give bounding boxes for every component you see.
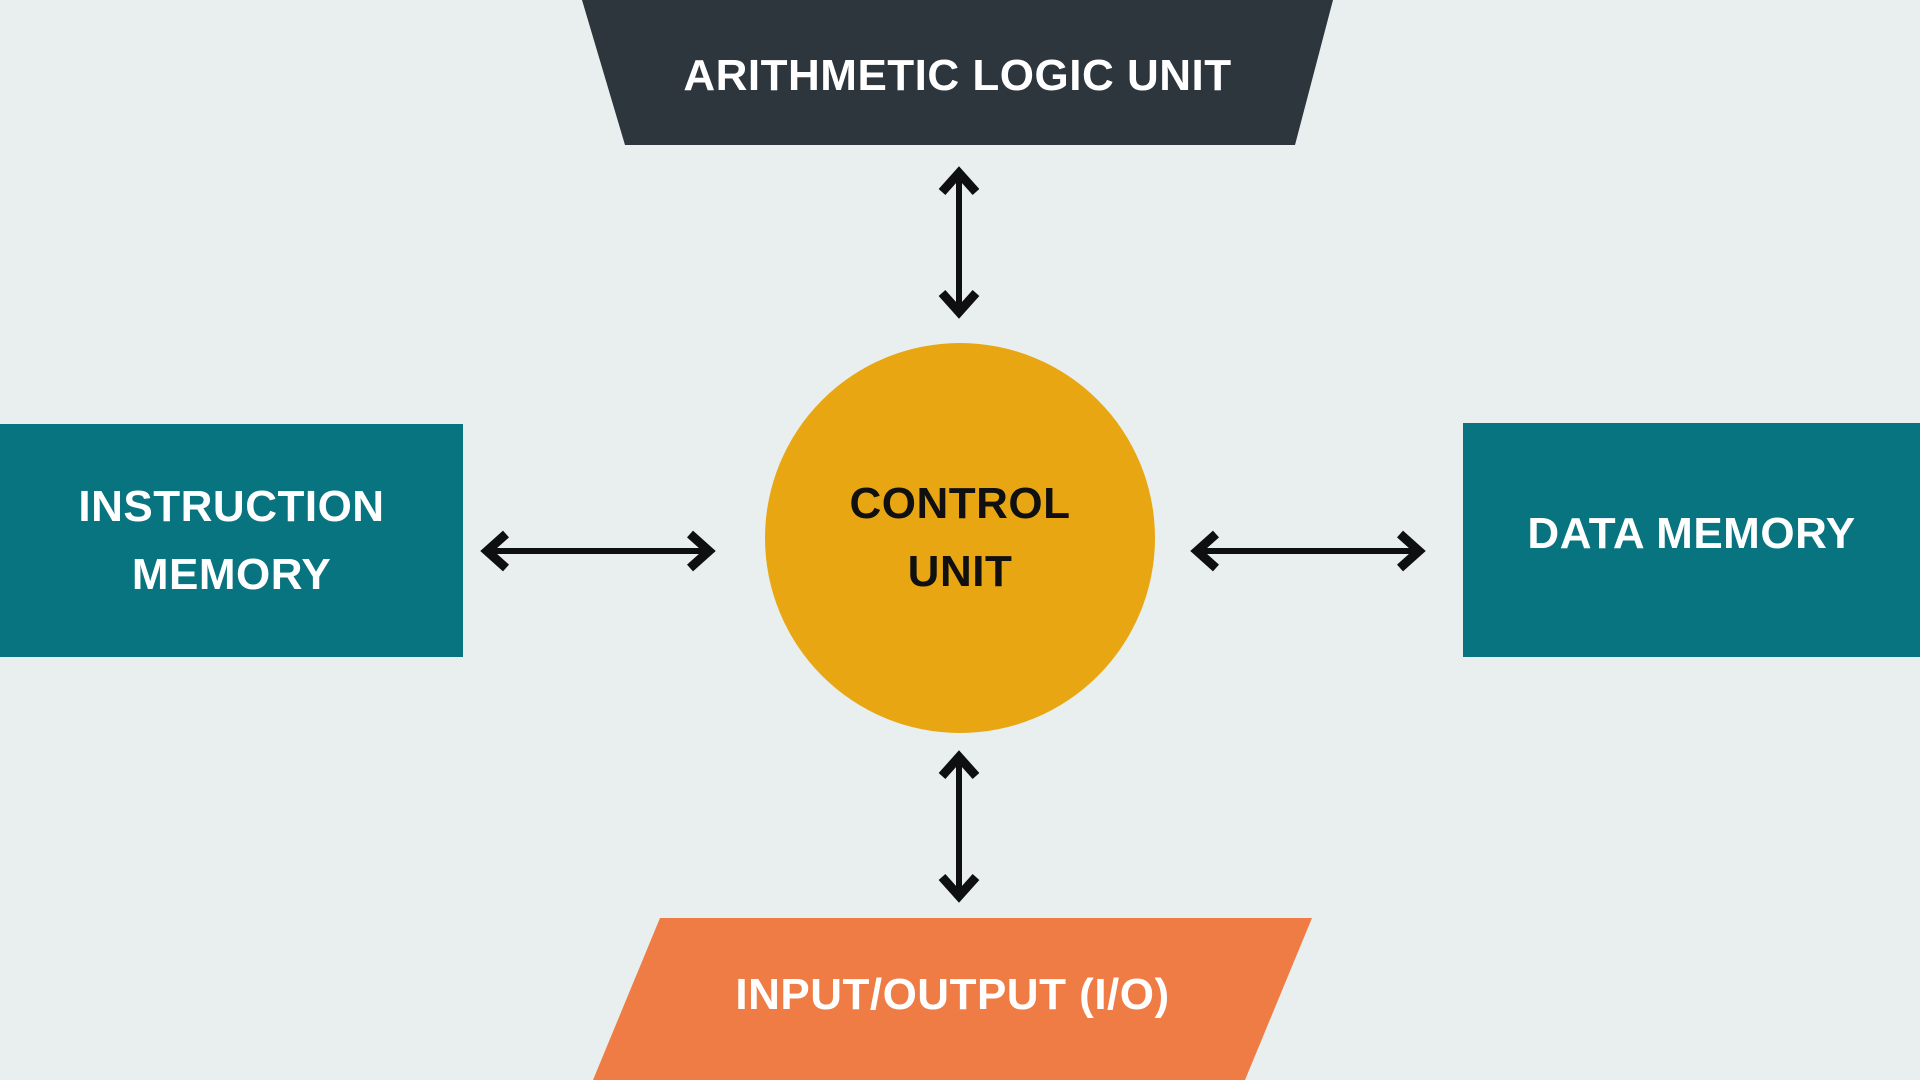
alu-label: ARITHMETIC LOGIC UNIT [683, 51, 1232, 100]
io-label: INPUT/OUTPUT (I/O) [735, 970, 1170, 1019]
data-memory-label: DATA MEMORY [1527, 509, 1856, 558]
control-unit-label-line2: UNIT [907, 547, 1013, 596]
node-instruction-memory: INSTRUCTION MEMORY [0, 424, 463, 657]
arrow-alu-control-unit-icon [938, 166, 980, 319]
node-arithmetic-logic-unit: ARITHMETIC LOGIC UNIT [582, 0, 1333, 145]
instruction-memory-label-line2: MEMORY [131, 549, 332, 599]
control-unit-label-line1: CONTROL [849, 479, 1071, 528]
arrow-instruction-memory-control-unit-icon [480, 530, 716, 572]
node-data-memory: DATA MEMORY [1463, 423, 1920, 657]
instruction-memory-label-line1: INSTRUCTION [78, 481, 385, 531]
arrow-control-unit-io-icon [938, 750, 980, 903]
arrow-control-unit-data-memory-icon [1190, 530, 1426, 572]
node-control-unit: CONTROL UNIT [765, 343, 1155, 733]
node-input-output: INPUT/OUTPUT (I/O) [593, 918, 1312, 1080]
